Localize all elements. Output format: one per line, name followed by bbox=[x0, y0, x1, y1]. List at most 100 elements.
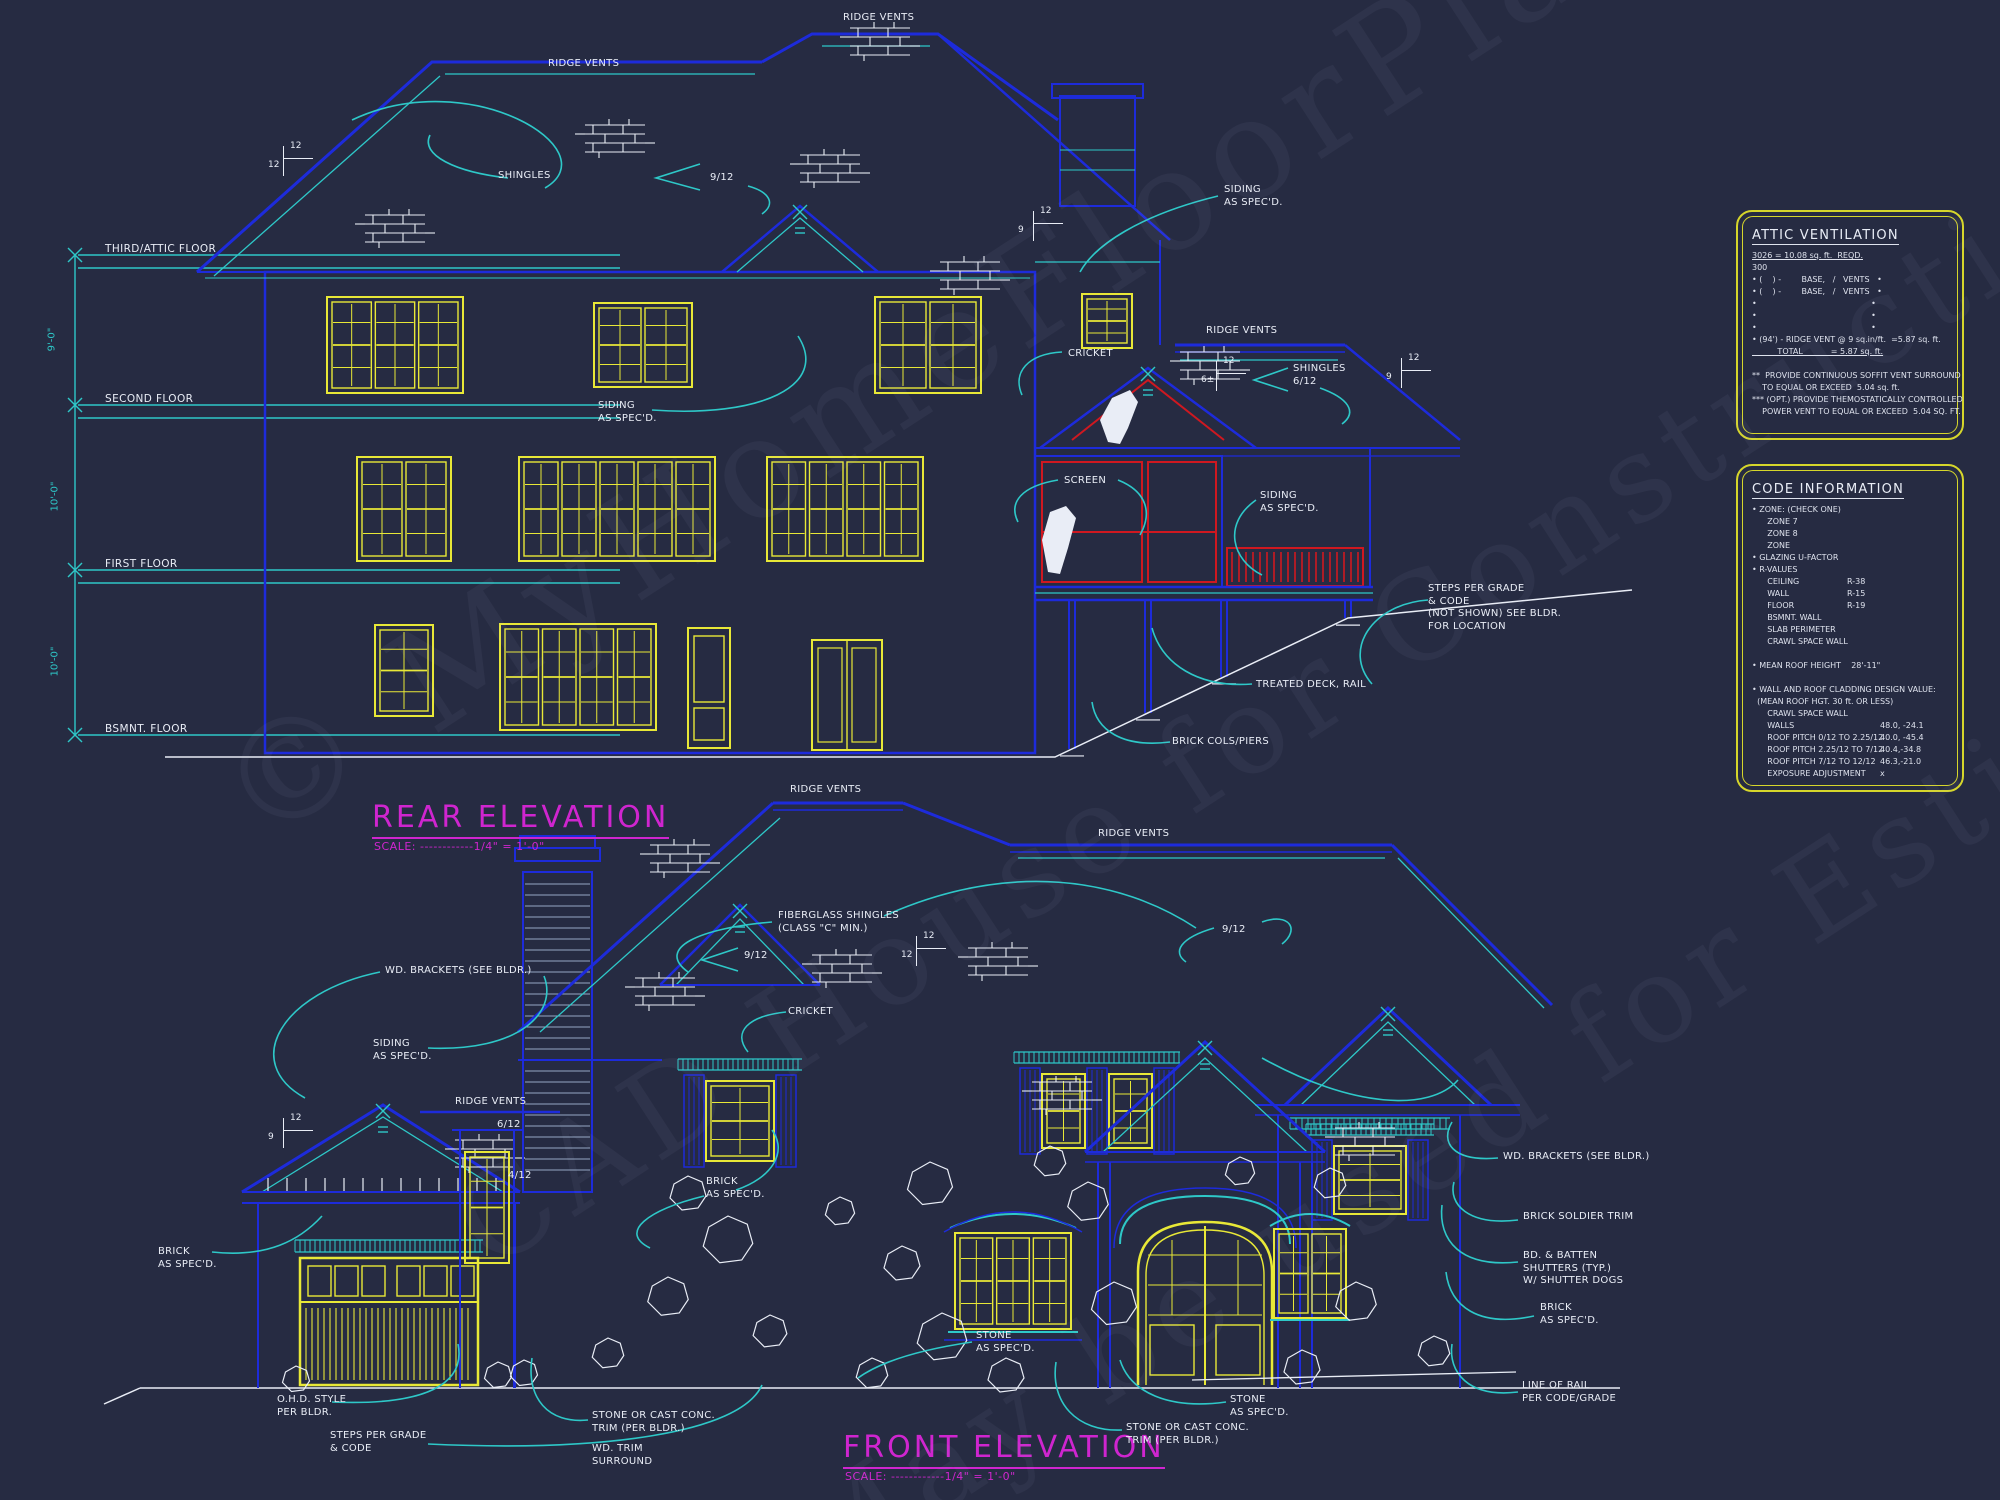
info-box-line: ** PROVIDE CONTINUOUS SOFFIT VENT SURROU… bbox=[1752, 371, 1961, 380]
front-elevation-title: FRONT ELEVATION bbox=[843, 1430, 1165, 1469]
callout-label: CRICKET bbox=[788, 1006, 833, 1017]
callout-label: BRICK AS SPEC'D. bbox=[706, 1176, 765, 1200]
callout-label: BRICK COLS/PIERS bbox=[1172, 736, 1270, 747]
callout-label: STEPS PER GRADE & CODE bbox=[330, 1430, 427, 1454]
info-box-line: • MEAN ROOF HEIGHT 28'-11" bbox=[1752, 661, 1881, 670]
callout-label: RIDGE VENTS bbox=[1098, 828, 1170, 839]
info-box-line: • ( ) - BASE, / VENTS • bbox=[1752, 287, 1882, 296]
info-box-line: 3026 = 10.08 sq. ft. REQD. bbox=[1752, 251, 1863, 260]
callout-label: SIDING AS SPEC'D. bbox=[598, 400, 657, 424]
info-box-line: BSMNT. WALL bbox=[1752, 613, 1822, 622]
info-box-line: 300 bbox=[1752, 263, 1768, 272]
callout-label: 4/12 bbox=[508, 1170, 532, 1181]
info-box-line: • ( ) - BASE, / VENTS • bbox=[1752, 275, 1882, 284]
callout-label: STEPS PER GRADE & CODE (NOT SHOWN) SEE B… bbox=[1428, 583, 1562, 632]
callout-label: STONE AS SPEC'D. bbox=[1230, 1394, 1289, 1418]
code-information-box: CODE INFORMATION • ZONE: (CHECK ONE) ZON… bbox=[1736, 464, 1964, 792]
info-box-line: • GLAZING U-FACTOR bbox=[1752, 553, 1839, 562]
info-box-line: TO EQUAL OR EXCEED 5.04 sq. ft. bbox=[1752, 383, 1900, 392]
floor-level-label: THIRD/ATTIC FLOOR bbox=[105, 243, 217, 255]
callout-label: 9/12 bbox=[1222, 924, 1246, 935]
floor-dimension-label: 10'-0" bbox=[49, 481, 61, 512]
callout-label: WD. BRACKETS (SEE BLDR.) bbox=[385, 965, 532, 976]
rear-elevation-scale: SCALE: ------------1/4" = 1'-0" bbox=[374, 840, 545, 853]
callout-label: WD. BRACKETS (SEE BLDR.) bbox=[1503, 1151, 1650, 1162]
callout-label: SIDING AS SPEC'D. bbox=[1260, 490, 1319, 514]
callout-label: 9/12 bbox=[710, 172, 734, 183]
info-box-line: SLAB PERIMETER bbox=[1752, 625, 1836, 634]
info-box-line: • • bbox=[1752, 299, 1876, 308]
callout-label: BRICK SOLDIER TRIM bbox=[1523, 1211, 1634, 1222]
callout-label: BRICK AS SPEC'D. bbox=[1540, 1302, 1599, 1326]
floor-dimension-label: 9'-0" bbox=[46, 327, 58, 352]
info-box-line: • (94') - RIDGE VENT @ 9 sq.in/ft. =5.87… bbox=[1752, 335, 1941, 344]
callout-label: 9/12 bbox=[744, 950, 768, 961]
callout-label: RIDGE VENTS bbox=[455, 1096, 527, 1107]
rear-elevation-title: REAR ELEVATION bbox=[372, 800, 670, 839]
info-box-line: ZONE bbox=[1752, 541, 1791, 550]
callout-label: LINE OF RAIL PER CODE/GRADE bbox=[1522, 1380, 1617, 1404]
attic-ventilation-box: ATTIC VENTILATION 3026 = 10.08 sq. ft. R… bbox=[1736, 210, 1964, 440]
callout-label: SHINGLES bbox=[498, 170, 551, 181]
callout-label: RIDGE VENTS bbox=[1206, 325, 1278, 336]
info-box-line: • WALL AND ROOF CLADDING DESIGN VALUE: bbox=[1752, 685, 1936, 694]
floor-level-label: SECOND FLOOR bbox=[105, 393, 194, 405]
floor-level-label: BSMNT. FLOOR bbox=[105, 723, 188, 735]
callout-label: CRICKET bbox=[1068, 348, 1113, 359]
info-box-line: • • bbox=[1752, 323, 1876, 332]
callout-label: RIDGE VENTS bbox=[790, 784, 862, 795]
info-box-line bbox=[1752, 358, 1948, 370]
info-box-line bbox=[1752, 672, 1948, 684]
callout-label: SIDING AS SPEC'D. bbox=[373, 1038, 432, 1062]
floor-dimension-label: 10'-0" bbox=[49, 646, 61, 677]
attic-ventilation-lines: 3026 = 10.08 sq. ft. REQD. 300 • ( ) - BAS… bbox=[1752, 250, 1963, 418]
info-box-line: POWER VENT TO EQUAL OR EXCEED 5.04 SQ. F… bbox=[1752, 407, 1961, 416]
callout-label: BRICK AS SPEC'D. bbox=[158, 1246, 217, 1270]
info-box-line: • ZONE: (CHECK ONE) bbox=[1752, 505, 1841, 514]
callout-label: STONE OR CAST CONC. TRIM (PER BLDR.) bbox=[592, 1410, 715, 1434]
callout-label: FIBERGLASS SHINGLES (CLASS "C" MIN.) bbox=[778, 910, 900, 934]
floor-level-label: FIRST FLOOR bbox=[105, 558, 178, 570]
info-box-line: • R-VALUES bbox=[1752, 565, 1798, 574]
info-box-line bbox=[1752, 648, 1948, 660]
info-box-line: • • bbox=[1752, 311, 1876, 320]
info-box-line: CRAWL SPACE WALL bbox=[1752, 709, 1848, 718]
callout-label: TREATED DECK, RAIL bbox=[1256, 679, 1366, 690]
callout-label: O.H.D. STYLE PER BLDR. bbox=[277, 1394, 347, 1418]
info-box-line: TOTAL = 5.87 sq. ft. bbox=[1752, 347, 1884, 356]
info-box-line: ZONE 8 bbox=[1752, 529, 1798, 538]
info-box-line: *** (OPT.) PROVIDE THEMOSTATICALLY CONTR… bbox=[1752, 395, 1963, 404]
code-information-lines: • ZONE: (CHECK ONE) ZONE 7 ZONE 8 ZONE • … bbox=[1752, 504, 1948, 780]
callout-label: SHINGLES 6/12 bbox=[1293, 363, 1346, 387]
info-box-line: ZONE 7 bbox=[1752, 517, 1798, 526]
info-box-line: CRAWL SPACE WALL bbox=[1752, 637, 1848, 646]
callout-label: RIDGE VENTS bbox=[548, 58, 620, 69]
info-box-line: (MEAN ROOF HGT. 30 ft. OR LESS) bbox=[1752, 697, 1894, 706]
code-information-title: CODE INFORMATION bbox=[1752, 482, 1904, 499]
attic-ventilation-title: ATTIC VENTILATION bbox=[1752, 228, 1899, 245]
callout-label: 6/12 bbox=[497, 1119, 521, 1130]
callout-label: WD. TRIM SURROUND bbox=[592, 1443, 653, 1467]
front-elevation-scale: SCALE: ------------1/4" = 1'-0" bbox=[845, 1470, 1016, 1483]
callout-label: SIDING AS SPEC'D. bbox=[1224, 184, 1283, 208]
callout-label: STONE OR CAST CONC. TRIM (PER BLDR.) bbox=[1126, 1422, 1249, 1446]
callout-label: SCREEN bbox=[1064, 475, 1107, 486]
callout-label: BD. & BATTEN SHUTTERS (TYP.) W/ SHUTTER … bbox=[1523, 1250, 1624, 1286]
